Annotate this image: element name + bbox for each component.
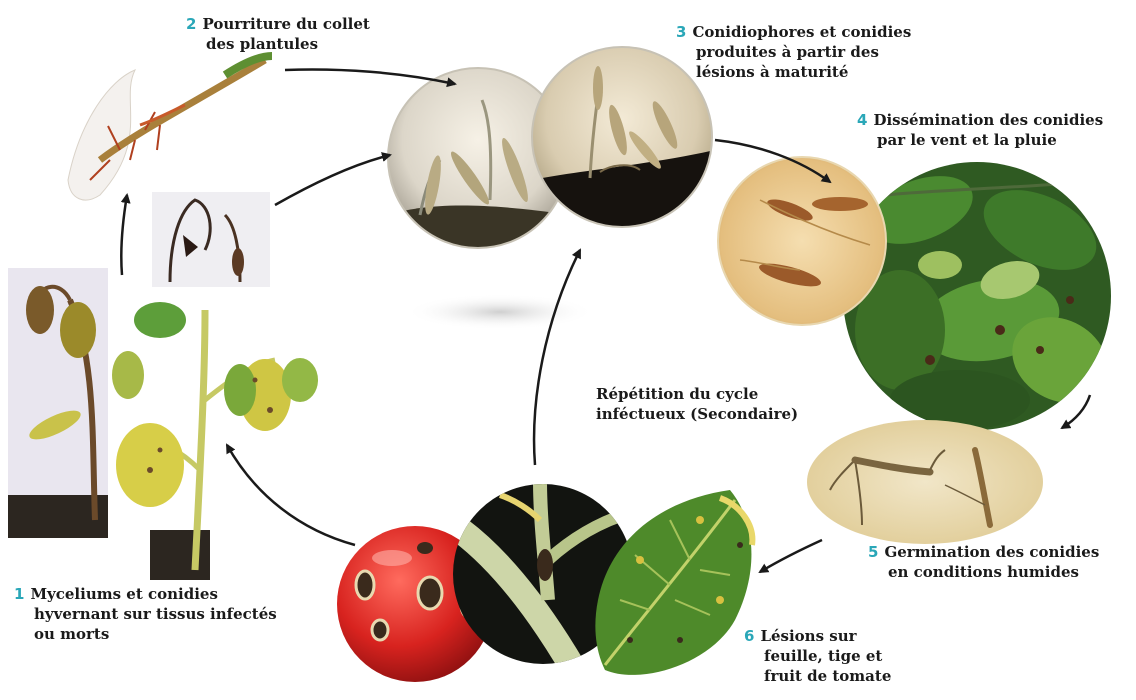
- step-3-number: 3: [676, 23, 686, 41]
- arrow-5-to-6: [760, 540, 822, 572]
- arrow-wilted-to-3: [275, 155, 390, 205]
- step-1-number: 1: [14, 585, 24, 603]
- center-label: Répétition du cycle inféctueux (Secondai…: [596, 384, 798, 424]
- arrow-plant-to-2: [121, 195, 127, 275]
- germinating-conidia-photo: [807, 420, 1043, 544]
- step-2-number: 2: [186, 15, 196, 33]
- step-3-label: 3Conidiophores et conidies produites à p…: [676, 22, 911, 82]
- damping-off-seedling-photo: [68, 56, 272, 200]
- dispersed-conidia-photo: [718, 157, 886, 325]
- infected-tomato-plant-photo: [8, 268, 318, 580]
- step-1-label: 1Myceliums et conidies hyvernant sur tis…: [14, 584, 277, 644]
- step-4-label: 4Dissémination des conidies par le vent …: [857, 110, 1103, 150]
- arrow-4-to-5: [1062, 395, 1090, 428]
- step-2-label: 2Pourriture du collet des plantules: [186, 14, 370, 54]
- step-6-number: 6: [744, 627, 754, 645]
- step-5-number: 5: [868, 543, 878, 561]
- arrow-6-to-1: [227, 445, 355, 545]
- arrow-secondary-cycle: [534, 250, 580, 465]
- step-6-label: 6Lésions sur feuille, tige et fruit de t…: [744, 626, 891, 686]
- step-4-number: 4: [857, 111, 867, 129]
- step-5-label: 5Germination des conidies en conditions …: [868, 542, 1099, 582]
- infected-leaf-photo: [595, 490, 752, 675]
- wilted-seedling-photo: [152, 192, 270, 287]
- tomato-foliage-photo: [843, 162, 1123, 430]
